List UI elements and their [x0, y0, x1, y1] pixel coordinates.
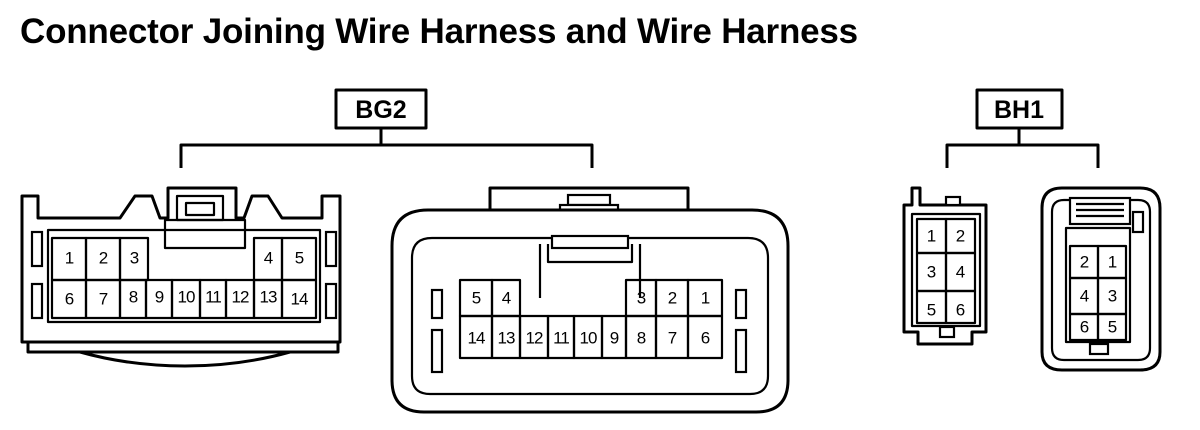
- bg2-right-guide-l1: [430, 288, 444, 320]
- bg2-right-pin: 5: [472, 289, 481, 308]
- bh1-right-pin: 6: [1080, 318, 1089, 337]
- bg2-left-connector: 1 2 3 4 5 6 7 8 9 10 11 12 13 14: [20, 186, 342, 368]
- bg2-right-connector: 5 4 3 2 1 14 13 12 11 10 9 8 7 6: [390, 186, 790, 414]
- bh1-right-side-tab: [1131, 210, 1145, 234]
- bg2-right-lock: [538, 244, 642, 298]
- bh1-left-pin: 6: [956, 301, 965, 320]
- bh1-right-frame: [1050, 198, 1152, 362]
- bg2-right-pin: 3: [637, 289, 646, 308]
- bh1-right-connector: 2 1 4 3 6 5: [1040, 186, 1162, 372]
- bh1-left-pin: 2: [956, 227, 965, 246]
- page-title: Connector Joining Wire Harness and Wire …: [20, 12, 858, 51]
- bg2-left-pin: 2: [99, 249, 108, 268]
- bg2-left-guide-l2: [30, 282, 44, 320]
- bg2-right-pin: 7: [668, 329, 677, 348]
- bg2-right-frame: [410, 236, 770, 396]
- bg2-left-guide-r1: [324, 230, 338, 268]
- bg2-left-pin: 3: [130, 249, 139, 268]
- bg2-left-pin: 10: [178, 288, 195, 307]
- bg2-left-pin: 11: [205, 288, 221, 307]
- bh1-right-pin: 4: [1080, 287, 1089, 306]
- bh1-right-latch-lines: [1076, 202, 1124, 218]
- bg2-right-pin: 11: [553, 329, 569, 348]
- bg2-right-pin: 13: [498, 329, 515, 348]
- bg2-right-guide-l2: [430, 328, 444, 374]
- bh1-left-connector: 1 2 3 4 5 6: [902, 186, 988, 346]
- bg2-left-foot: [79, 350, 291, 368]
- bh1-label-group: BH1: [945, 88, 1100, 168]
- bg2-right-pin: 2: [668, 289, 677, 308]
- bg2-left-guide-l1: [30, 230, 44, 268]
- bg2-right-guide-r2: [734, 328, 748, 374]
- bh1-right-pin: 3: [1108, 287, 1117, 306]
- bh1-left-pin: 4: [956, 263, 965, 282]
- bh1-left-pin: 1: [927, 227, 936, 246]
- bg2-left-body: [20, 186, 342, 344]
- bg2-left-pin: 13: [260, 288, 277, 307]
- bg2-left-latch-tab: [184, 201, 216, 217]
- bg2-left-pin: 9: [155, 288, 164, 307]
- bg2-right-pin: 1: [701, 289, 710, 308]
- bg2-right-pin: 4: [502, 289, 511, 308]
- bg2-right-pin: 10: [580, 329, 597, 348]
- bh1-right-pin: 5: [1108, 318, 1117, 337]
- bh1-bracket: [945, 128, 1100, 168]
- bg2-bracket: [179, 128, 594, 168]
- bg2-left-face: [46, 228, 322, 324]
- bh1-label: BH1: [994, 96, 1044, 124]
- bh1-right-key: [1088, 342, 1110, 356]
- bg2-right-lock-tab: [550, 234, 630, 250]
- bg2-right-pin: 12: [526, 329, 543, 348]
- bg2-right-body: [390, 208, 790, 414]
- bg2-left-pin: 7: [99, 290, 108, 309]
- bh1-left-pin: 5: [927, 301, 936, 320]
- bg2-left-pin: 12: [232, 288, 249, 307]
- bg2-left-pin: 5: [295, 249, 304, 268]
- bh1-right-pin: 2: [1080, 253, 1089, 272]
- bg2-left-pin: 4: [264, 249, 273, 268]
- bg2-label-group: BG2: [179, 88, 594, 168]
- bg2-left-guide-r2: [324, 282, 338, 320]
- bh1-right-face: [1064, 226, 1132, 344]
- bg2-left-pin: 14: [291, 290, 308, 309]
- bh1-right-pin: 1: [1108, 253, 1117, 272]
- bg2-left-pin: 8: [129, 288, 138, 307]
- bg2-right-hood-tab: [566, 193, 612, 207]
- bh1-left-pin: 3: [927, 263, 936, 282]
- bg2-right-guide-r1: [734, 288, 748, 320]
- bg2-right-pin: 14: [468, 329, 485, 348]
- bg2-right-pin: 6: [701, 329, 710, 348]
- bg2-right-pin: 8: [637, 329, 646, 348]
- bh1-left-tab: [944, 195, 962, 207]
- bg2-right-pin: 9: [610, 329, 619, 348]
- bg2-left-pin: 1: [65, 249, 74, 268]
- bg2-label: BG2: [355, 96, 406, 124]
- bg2-left-key: [163, 218, 247, 250]
- bg2-left-pin: 6: [65, 290, 74, 309]
- bh1-left-key: [938, 325, 956, 339]
